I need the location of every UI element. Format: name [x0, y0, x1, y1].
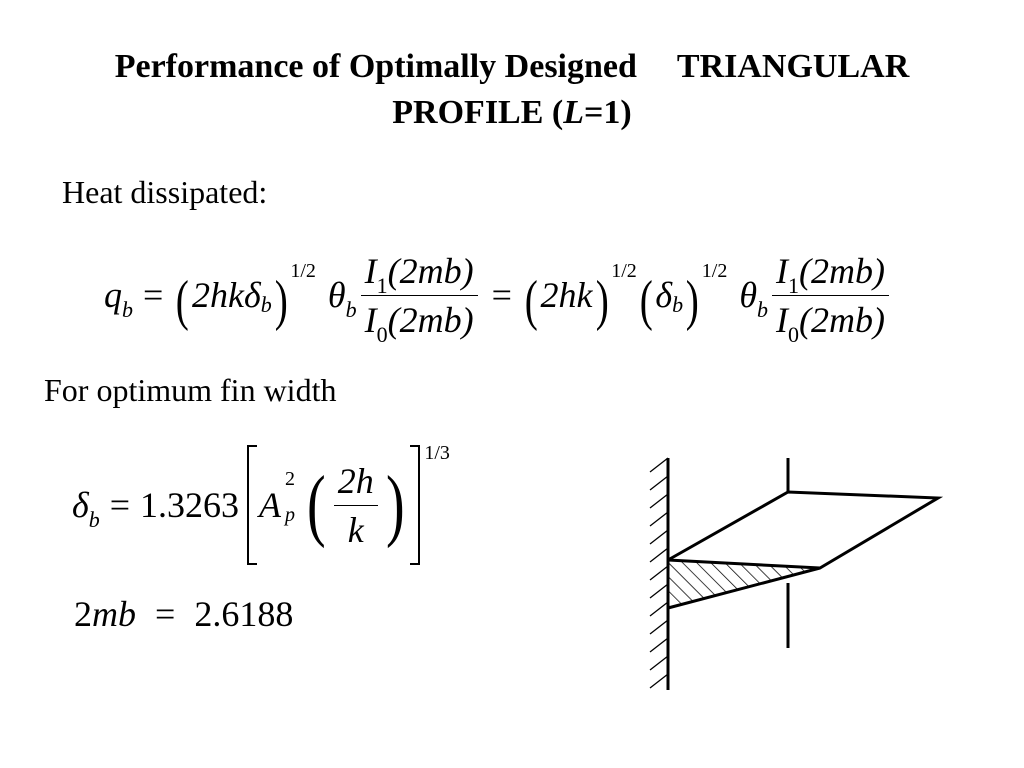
eq1-delta-sub: b [260, 292, 272, 317]
eq3-mb: mb [92, 594, 136, 634]
eq2-exp-third: 1/3 [424, 442, 450, 464]
title-line-1: Performance of Optimally Designed TRIANGU… [0, 44, 1024, 90]
eq1-exp-half-2: 1/2 [611, 260, 637, 282]
eq1-theta-2: θ [739, 275, 758, 315]
eq1-I1-b-arg: (2mb) [799, 250, 886, 291]
eq2-A: A [259, 485, 282, 525]
eq1-I0-arg: (2mb) [387, 299, 474, 340]
eq1-exp-half-3: 1/2 [701, 260, 728, 282]
eq2-fraction: 2h k [333, 460, 378, 550]
eq1-I1: I [364, 250, 377, 291]
product-equation: 2mb = 2.6188 [74, 596, 293, 632]
fin-bottom-edge [667, 566, 821, 610]
fin-cross-section [668, 560, 820, 608]
eq1-I0-b-sub: 0 [788, 321, 800, 347]
eq2-A-sup: 2 [285, 468, 296, 490]
fin-top-surface [667, 490, 944, 570]
heat-dissipated-label: Heat dissipated: [62, 174, 268, 210]
eq1-delta: δ [655, 275, 673, 315]
eq1-bessel-ratio-1: I1(2mb) I0(2mb) [360, 250, 478, 345]
eq1-2hkdelta: 2hkδ [191, 275, 261, 315]
optimum-width-label: For optimum fin width [44, 372, 337, 408]
title-text-main: Performance of Optimally Designed [114, 48, 637, 85]
eq1-equals-1: = [143, 275, 164, 315]
eq1-I0-b: I [776, 299, 789, 340]
eq3-two: 2 [74, 594, 92, 634]
title-profile-var: L [563, 94, 585, 131]
eq1-I1-arg: (2mb) [387, 250, 474, 291]
eq1-I1-b-sub: 1 [788, 272, 800, 298]
eq2-delta: δ [72, 485, 89, 525]
eq1-theta-sub-2: b [757, 297, 769, 322]
eq2-A-sub: p [285, 504, 296, 526]
eq1-I0: I [364, 299, 377, 340]
eq1-2hk: 2hk [540, 275, 593, 315]
eq2-delta-sub: b [88, 507, 100, 532]
slide-title: Performance of Optimally Designed TRIANGU… [0, 44, 1024, 136]
title-line-2: PROFILE (L=1) [0, 90, 1024, 136]
title-text-profile-type: TRIANGULAR [676, 48, 910, 85]
eq1-theta-sub-1: b [345, 297, 357, 322]
eq1-q-sub: b [122, 297, 133, 322]
triangular-fin-diagram [649, 457, 944, 690]
eq2-numerator: 2h [337, 460, 374, 501]
eq1-I1-b: I [776, 250, 789, 291]
eq1-q: q [104, 275, 122, 315]
eq2-bracket: A 2 p ( 2h k ) [247, 445, 421, 565]
eq1-I0-b-arg: (2mb) [799, 299, 886, 340]
eq1-theta-1: θ [327, 275, 346, 315]
eq3-value: 2.6188 [194, 594, 294, 634]
eq1-equals-2: = [491, 275, 512, 315]
eq2-equals: = [109, 485, 131, 525]
eq1-exp-half-1: 1/2 [290, 260, 316, 282]
eq1-I0-sub: 0 [376, 321, 388, 347]
eq1-I1-sub: 1 [376, 272, 388, 298]
eq1-delta-sub-2: b [672, 292, 684, 317]
eq2-coefficient: 1.3263 [140, 485, 240, 525]
title-profile-prefix: PROFILE ( [392, 94, 564, 131]
eq3-equals: = [155, 594, 176, 634]
title-profile-suffix: =1) [584, 94, 632, 131]
eq1-bessel-ratio-2: I1(2mb) I0(2mb) [772, 250, 890, 345]
eq2-denominator: k [347, 509, 364, 550]
wall-hatching [649, 457, 669, 689]
optimum-width-equation: δb = 1.3263 A 2 p ( 2h k ) 1/3 [72, 440, 450, 570]
